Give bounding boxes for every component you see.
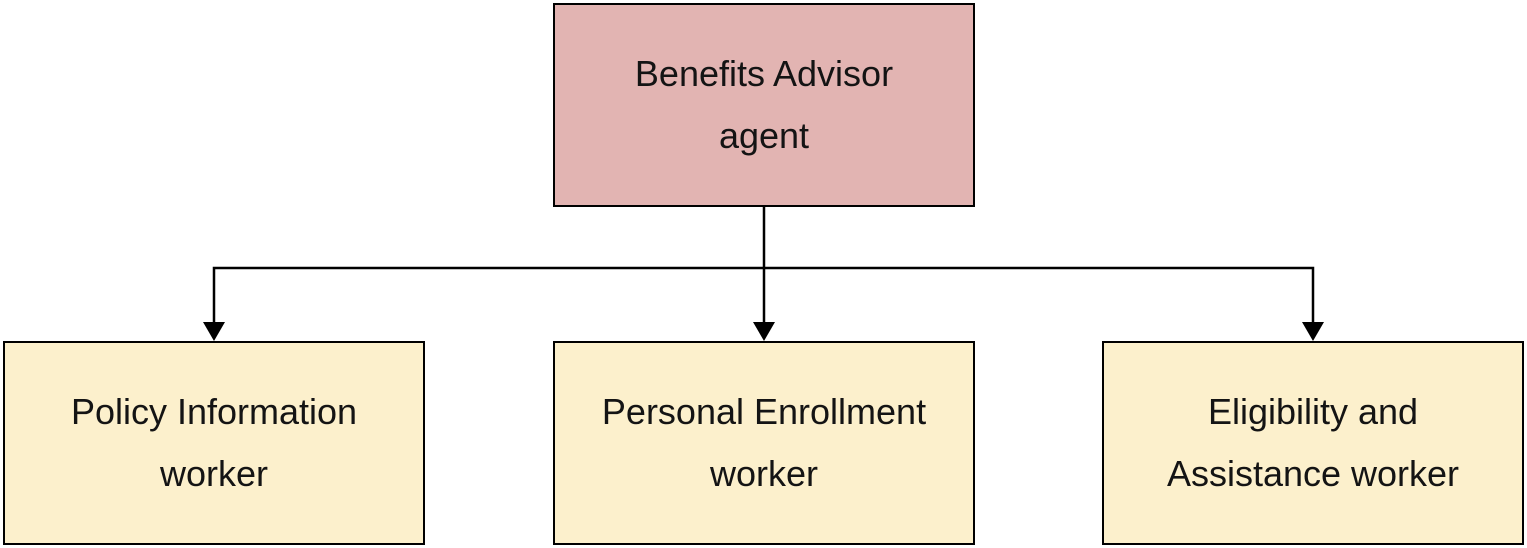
node-label-line: Assistance worker: [1166, 453, 1460, 494]
arrowhead-right: [1302, 322, 1324, 341]
node-label-line: agent: [718, 115, 810, 156]
node-personal-enrollment-worker: Personal Enrollment worker: [553, 341, 975, 545]
node-label-line: worker: [709, 453, 819, 494]
node-benefits-advisor-agent: Benefits Advisor agent: [553, 3, 975, 207]
node-label-line: Eligibility and: [1207, 391, 1419, 432]
node-label-line: Personal Enrollment: [601, 391, 927, 432]
arrowhead-middle: [753, 322, 775, 341]
node-policy-information-worker: Policy Information worker: [3, 341, 425, 545]
node-label-line: Benefits Advisor: [634, 53, 894, 94]
node-label-line: Policy Information: [70, 391, 358, 432]
node-eligibility-assistance-worker: Eligibility and Assistance worker: [1102, 341, 1524, 545]
node-label-line: worker: [159, 453, 269, 494]
connector-branch: [212, 266, 1315, 324]
arrowhead-left: [203, 322, 225, 341]
